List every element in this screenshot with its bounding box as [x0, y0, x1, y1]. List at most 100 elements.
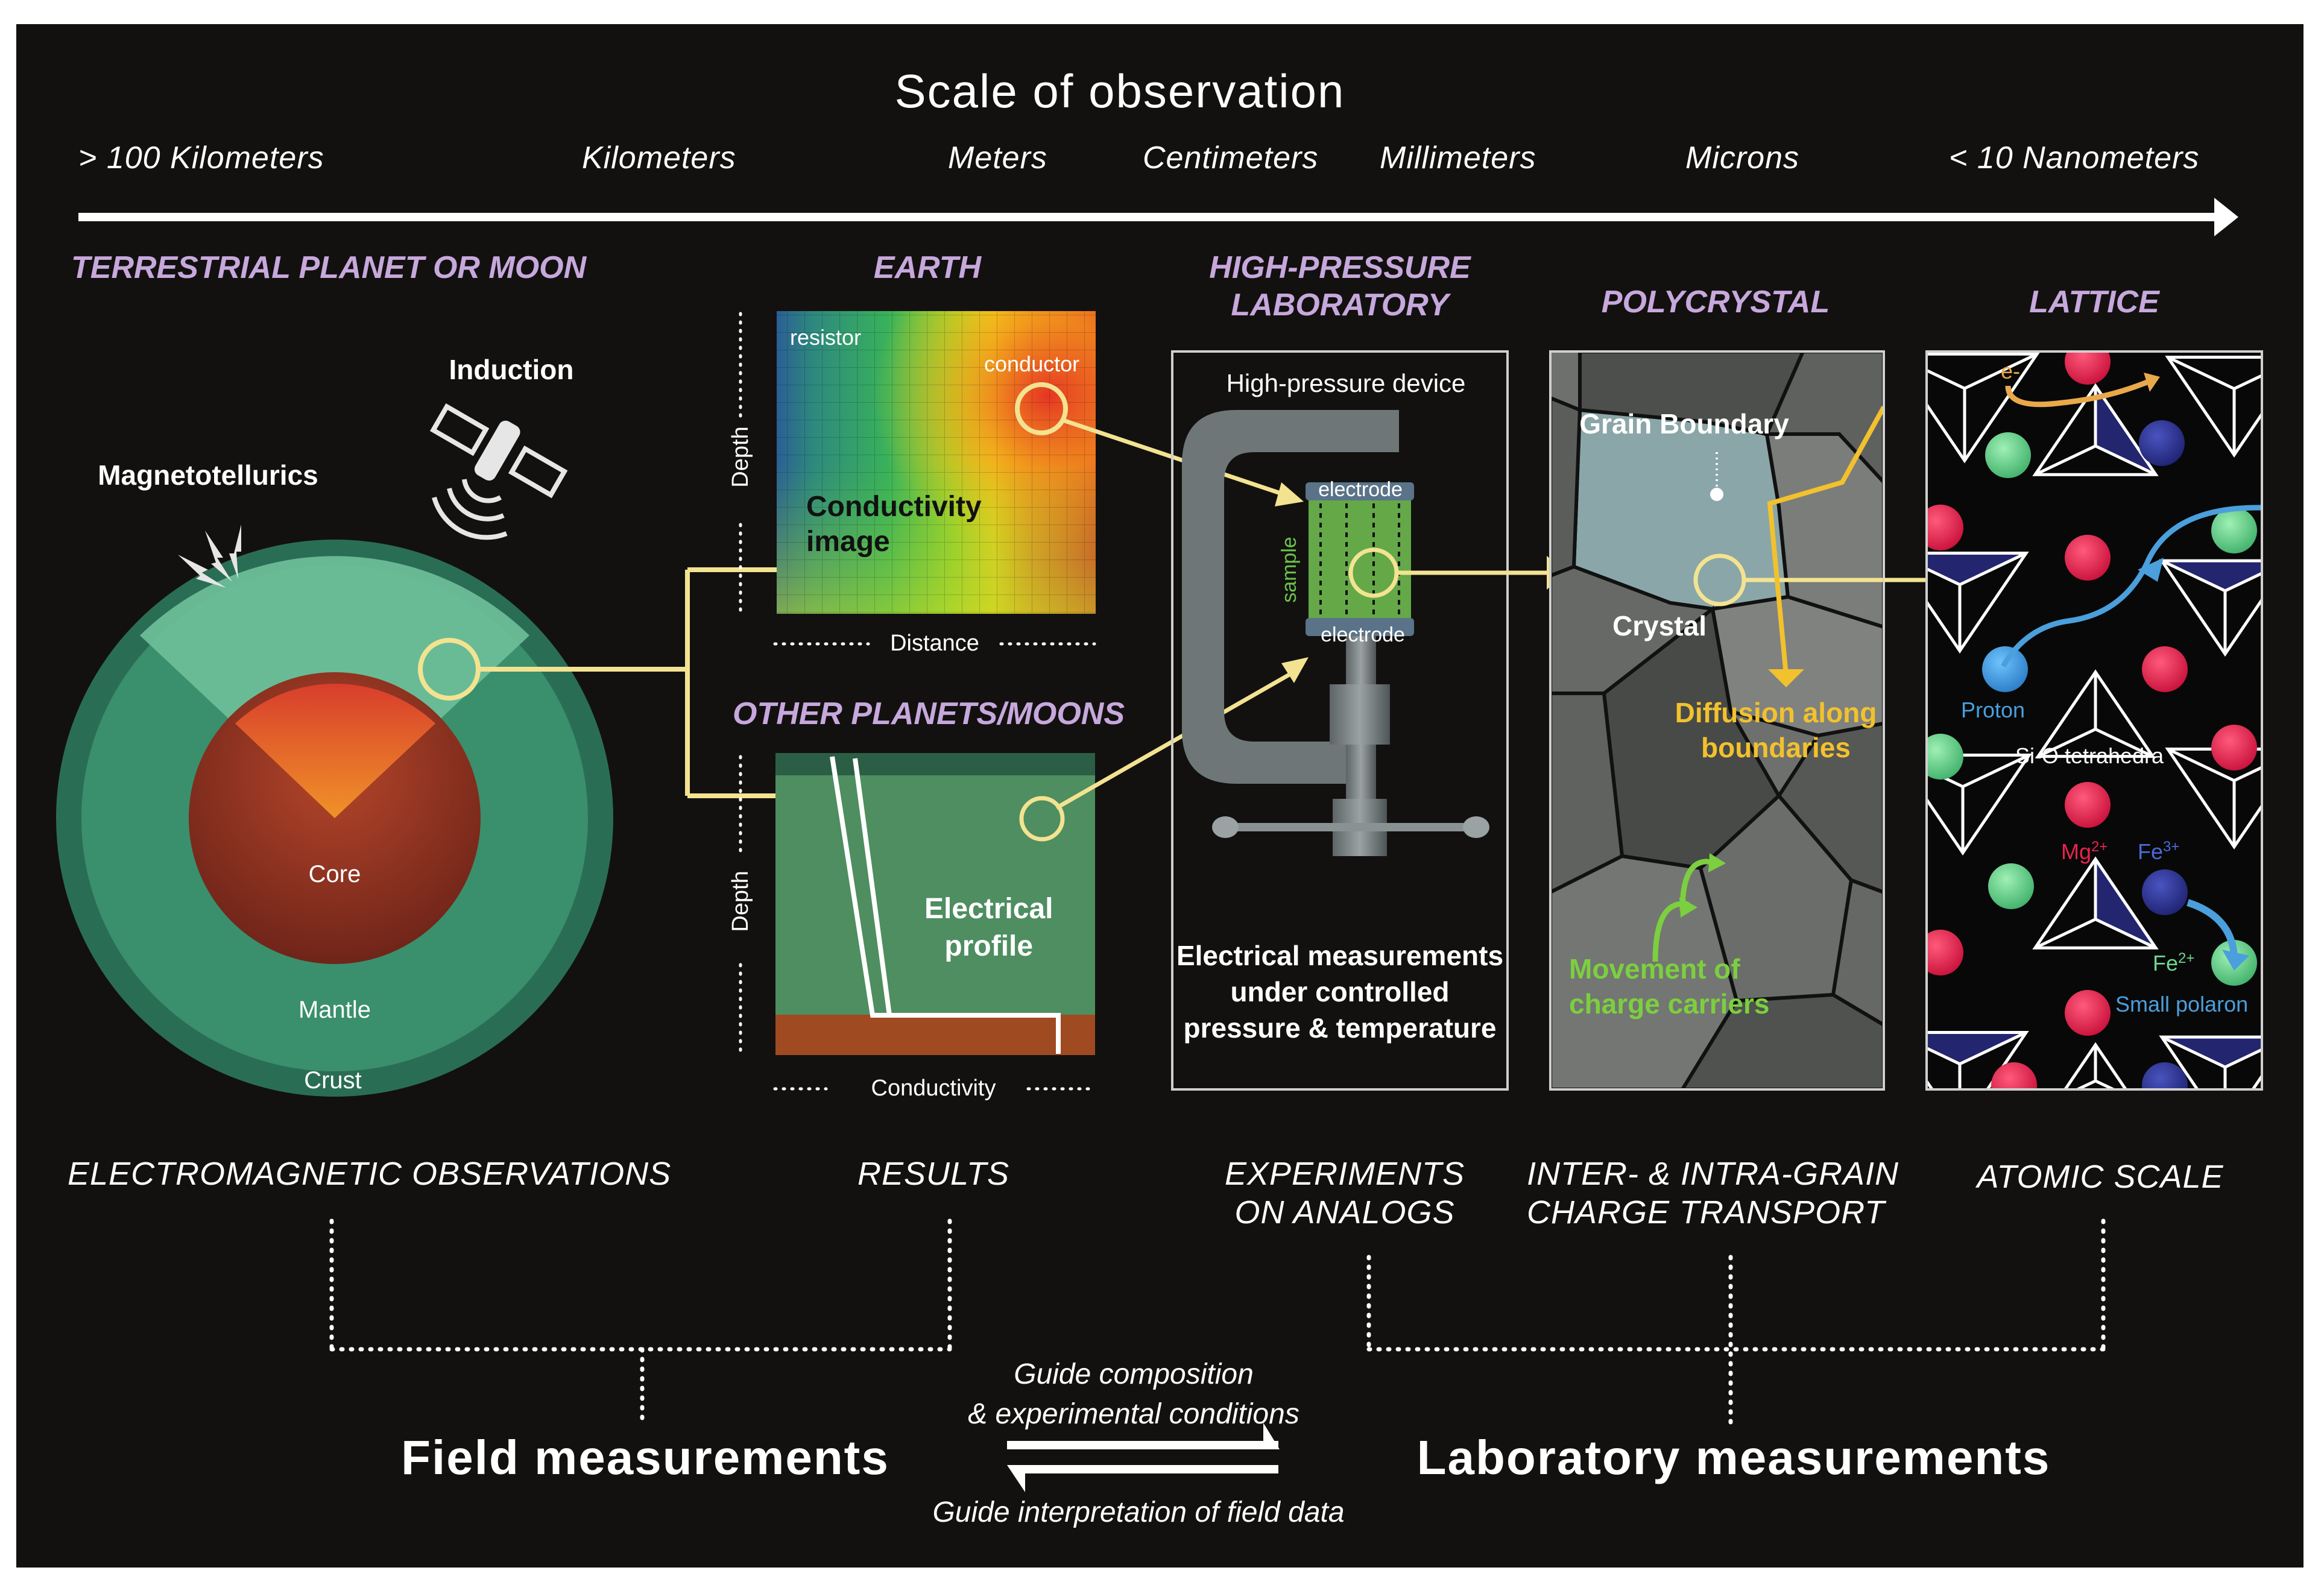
fe3-ion-label: Fe3+	[2138, 840, 2179, 863]
profile-conductivity-axis-label: Conductivity	[871, 1076, 996, 1101]
diffusion-label-line1: Diffusion along	[1675, 697, 1877, 728]
results-to-lab-connectors	[1055, 418, 1309, 810]
proton-ion	[1982, 646, 2028, 692]
c-clamp-icon	[1182, 410, 1489, 856]
lab-caption: Electrical measurements under controlled…	[1176, 937, 1503, 1046]
fe2-ion	[2211, 508, 2257, 553]
si-o-tetrahedron	[2035, 669, 2156, 758]
profile-image	[775, 753, 1095, 1055]
mg-ion	[2142, 646, 2188, 692]
electrode-bottom-label: electrode	[1321, 623, 1405, 646]
scale-label-nm: < 10 Nanometers	[1949, 140, 2200, 175]
electrode-top-label: electrode	[1318, 478, 1403, 501]
core-label: Core	[308, 861, 361, 887]
mg-ion	[1927, 505, 1963, 550]
lab-caption-line3: pressure & temperature	[1183, 1012, 1497, 1044]
conductor-label: conductor	[984, 351, 1080, 376]
movement-label: Movement of charge carriers	[1569, 951, 1769, 1021]
core-highlight-wedge	[235, 684, 435, 818]
earth-depth-axis-label: Depth	[728, 426, 753, 488]
lab-bracket	[1366, 1218, 2106, 1425]
fe3-ion	[2139, 420, 2185, 466]
movement-label-line2: charge carriers	[1569, 988, 1770, 1019]
mg-ion	[2065, 535, 2111, 581]
scale-label-micron: Microns	[1685, 140, 1800, 175]
crystal-label: Crystal	[1612, 610, 1707, 641]
mg-ion	[1927, 930, 1963, 975]
si-o-tetrahedron	[1927, 552, 2029, 654]
si-o-tetrahedron	[1927, 352, 2040, 464]
scale-label-km: Kilometers	[582, 140, 736, 175]
guide-interpretation-label: Guide interpretation of field data	[932, 1496, 1345, 1528]
heading-lab: HIGH-PRESSURE LABORATORY	[1209, 249, 1470, 324]
guide-composition-line1: Guide composition	[1014, 1358, 1254, 1390]
fe2-ion	[1985, 432, 2031, 478]
sample-label: sample	[1278, 537, 1301, 603]
fe2-ion	[1988, 863, 2034, 909]
lab-to-poly-connector	[1397, 556, 1568, 590]
fe3-symbol: Fe	[2138, 839, 2164, 864]
resistor-label: resistor	[790, 325, 862, 350]
electrical-profile-line2: profile	[944, 930, 1034, 962]
heading-polycrystal: POLYCRYSTAL	[1601, 285, 1830, 320]
tetrahedra-label: Si-O tetrahedra	[2015, 743, 2164, 768]
scale-label-100km: > 100 Kilometers	[78, 140, 324, 175]
si-o-tetrahedron	[2159, 1035, 2262, 1089]
mg-ion	[2211, 725, 2257, 770]
scale-arrow	[78, 198, 2238, 236]
mg-ion-label: Mg2+	[2061, 840, 2108, 863]
bottom-electrode	[1306, 618, 1414, 636]
polycrystal-image	[1550, 351, 1884, 1089]
heading-lattice: LATTICE	[2029, 285, 2159, 320]
diffusion-label: Diffusion along boundaries	[1675, 695, 1877, 765]
si-o-tetrahedron	[2032, 383, 2159, 476]
profile-depth-axis-label: Depth	[728, 871, 753, 932]
field-measurements-label: Field measurements	[401, 1431, 889, 1484]
si-o-tetrahedron	[2032, 856, 2159, 950]
heading-other-planets: OTHER PLANETS/MOONS	[732, 696, 1125, 731]
mg-ion	[2065, 990, 2111, 1036]
high-pressure-device-label: High-pressure device	[1226, 369, 1466, 397]
conductivity-image-line1: Conductivity	[806, 491, 982, 523]
electrical-profile-line1: Electrical	[924, 893, 1053, 925]
mg-charge: 2+	[2091, 839, 2108, 855]
charge-transport-line1: INTER- & INTRA-GRAIN	[1527, 1156, 1899, 1192]
lab-caption-line1: Electrical measurements	[1176, 940, 1504, 971]
si-o-tetrahedron	[2165, 356, 2262, 458]
polycrystal-box	[1549, 350, 1885, 1091]
polaron-path	[2187, 899, 2238, 956]
electron-label: e-	[2001, 359, 2021, 383]
heading-lab-line1: HIGH-PRESSURE	[1209, 250, 1471, 285]
conductivity-image-line2: image	[806, 526, 890, 558]
diffusion-arrow	[1767, 406, 1884, 676]
top-electrode	[1306, 482, 1414, 500]
lab-caption-line2: under controlled	[1230, 976, 1450, 1007]
lab-box	[1171, 350, 1509, 1091]
sample-cylinder	[1309, 500, 1411, 618]
scale-label-m: Meters	[948, 140, 1047, 175]
profile-circle	[1019, 796, 1065, 842]
si-o-tetrahedron	[2063, 1042, 2128, 1089]
experiments-line1: EXPERIMENTS	[1224, 1156, 1465, 1192]
earth-distance-axis-label: Distance	[890, 631, 979, 656]
diffusion-label-line2: boundaries	[1701, 732, 1851, 763]
conductivity-image-label: Conductivity image	[806, 490, 982, 559]
heading-planet: TERRESTRIAL PLANET OR MOON	[71, 250, 587, 285]
fe3-charge: 3+	[2163, 839, 2180, 855]
fe2-symbol: Fe	[2153, 951, 2179, 975]
conductivity-image	[777, 311, 1096, 614]
guide-composition-line2: & experimental conditions	[968, 1398, 1299, 1430]
mg-symbol: Mg	[2061, 839, 2092, 864]
earth-axes	[739, 312, 1096, 646]
lattice-box	[1925, 350, 2263, 1091]
scale-label-mm: Millimeters	[1380, 140, 1536, 175]
em-observations-label: ELECTROMAGNETIC OBSERVATIONS	[68, 1156, 672, 1192]
charge-transport-line2: CHARGE TRANSPORT	[1527, 1194, 1886, 1231]
charge-transport-label: INTER- & INTRA-GRAIN CHARGE TRANSPORT	[1527, 1155, 1899, 1232]
crust-label: Crust	[304, 1067, 362, 1094]
induction-label: Induction	[449, 354, 574, 385]
satellite-icon	[429, 403, 568, 540]
atomic-scale-label: ATOMIC SCALE	[1977, 1159, 2224, 1195]
proton-path	[2001, 505, 2262, 668]
si-o-tetrahedron	[2159, 559, 2262, 657]
